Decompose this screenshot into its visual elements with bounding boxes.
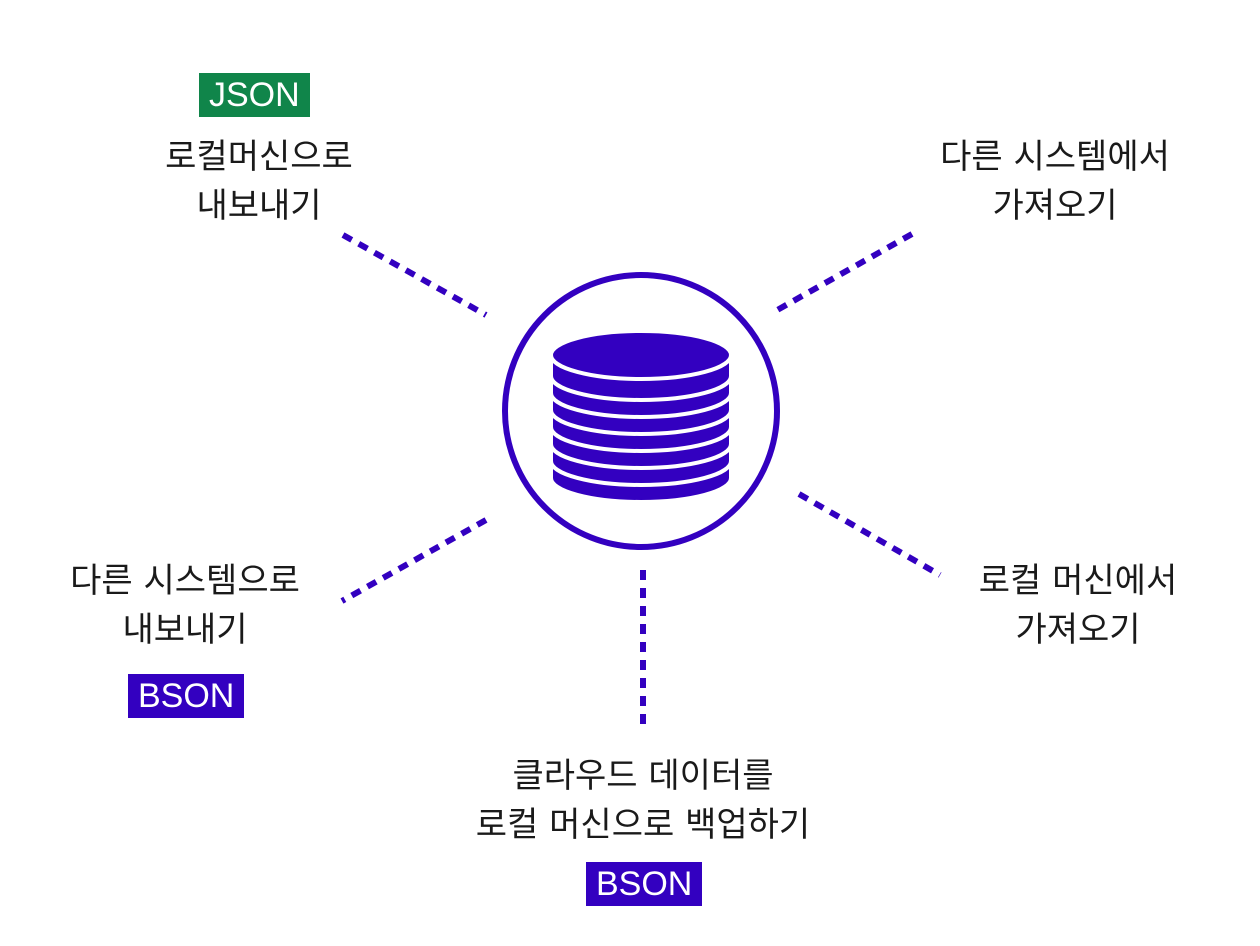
label-export-local: 로컬머신으로 내보내기 [134, 133, 384, 231]
label-line: 로컬 머신에서 [978, 561, 1178, 601]
label-line: 내보내기 [196, 186, 322, 226]
label-line: 가져오기 [992, 186, 1118, 226]
label-line: 내보내기 [122, 610, 248, 650]
label-line: 다른 시스템으로 [70, 561, 300, 601]
connector-bottom-right [797, 491, 942, 578]
label-cloud-backup: 클라우드 데이터를 로컬 머신으로 백업하기 [443, 752, 843, 850]
database-icon [549, 329, 733, 504]
connector-top-right [770, 231, 914, 316]
label-line: 로컬머신으로 [165, 137, 353, 177]
bson-badge: BSON [128, 674, 245, 718]
label-import-local: 로컬 머신에서 가져오기 [938, 557, 1218, 655]
label-line: 로컬 머신으로 백업하기 [475, 805, 811, 845]
bson-badge: BSON [586, 862, 703, 906]
json-badge: JSON [199, 73, 310, 117]
connector-bottom-left [340, 517, 488, 604]
label-export-other-system: 다른 시스템으로 내보내기 [35, 557, 335, 655]
label-line: 다른 시스템에서 [940, 137, 1170, 177]
connector-top-left [341, 232, 488, 318]
label-line: 클라우드 데이터를 [512, 756, 774, 796]
label-line: 가져오기 [1015, 610, 1141, 650]
label-import-other-system: 다른 시스템에서 가져오기 [905, 133, 1205, 231]
